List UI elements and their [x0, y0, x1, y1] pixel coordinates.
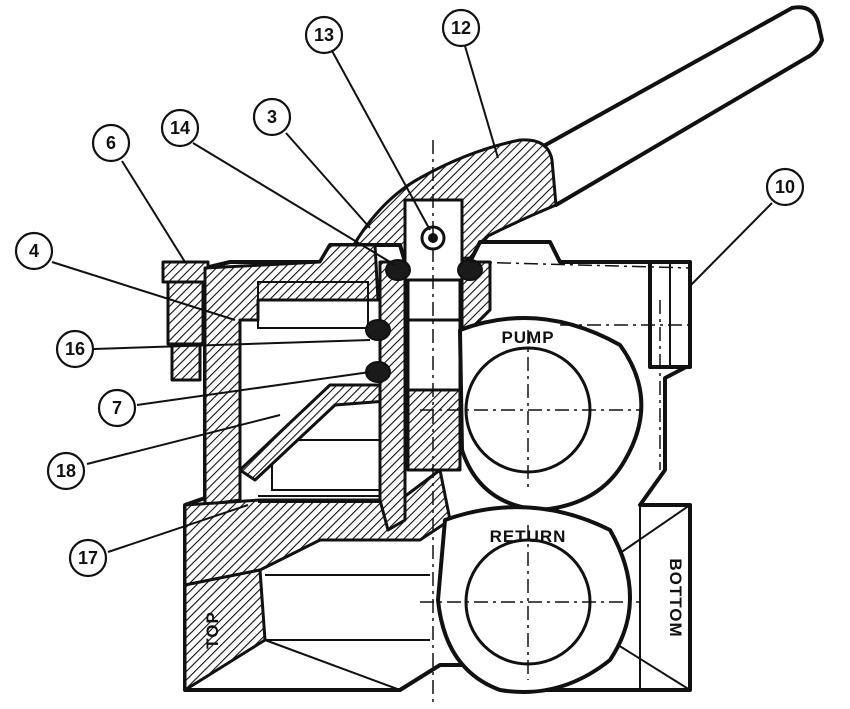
callout-17: 17: [68, 538, 108, 578]
callout-18: 18: [46, 451, 86, 491]
bolt-shank: [166, 280, 205, 346]
bolt-head-top: [161, 260, 210, 284]
svg-text:17: 17: [78, 548, 98, 568]
svg-text:14: 14: [170, 118, 190, 138]
svg-text:18: 18: [56, 461, 76, 481]
callout-16: 16: [55, 329, 95, 369]
svg-text:16: 16: [65, 339, 85, 359]
bolt-nut-bottom: [170, 342, 202, 382]
svg-text:6: 6: [106, 133, 116, 153]
callout-3: 3: [252, 97, 292, 137]
svg-text:12: 12: [451, 18, 471, 38]
callout-7: 7: [97, 388, 137, 428]
stem-seal-packing: [406, 388, 462, 472]
svg-text:3: 3: [267, 107, 277, 127]
svg-text:13: 13: [314, 25, 334, 45]
callout-6: 6: [91, 123, 131, 163]
callout-12: 12: [441, 8, 481, 48]
svg-text:7: 7: [112, 398, 122, 418]
top-label: TOP: [203, 611, 222, 649]
callout-4: 4: [14, 231, 54, 271]
callout-14: 14: [160, 108, 200, 148]
callout-10: 10: [765, 167, 805, 207]
stem-housing-left: [378, 260, 407, 532]
return-label: RETURN: [490, 527, 567, 546]
pump-label: PUMP: [501, 328, 554, 347]
leader-lines: [51, 45, 773, 553]
callout-13: 13: [304, 15, 344, 55]
svg-text:4: 4: [29, 241, 39, 261]
bottom-label: BOTTOM: [666, 558, 685, 637]
oring-14: [385, 259, 411, 281]
oring-upper: [365, 319, 391, 341]
svg-text:10: 10: [775, 177, 795, 197]
